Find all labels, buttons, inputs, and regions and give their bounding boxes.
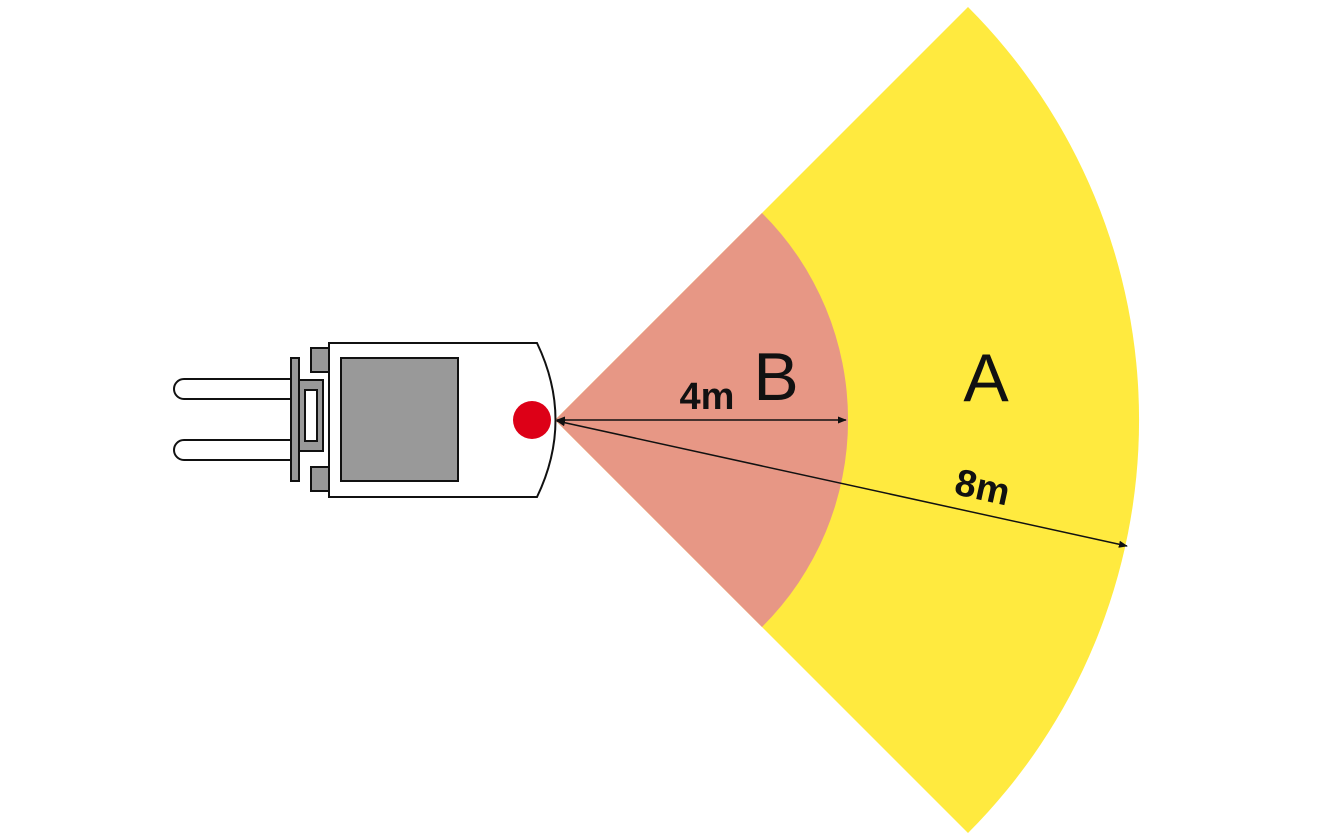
zone-a-label: A <box>963 340 1009 416</box>
dimension-label-4m: 4m <box>680 376 735 418</box>
cabin-block <box>340 357 459 482</box>
wheel-lower <box>310 466 331 492</box>
forklift-top-view-icon <box>173 342 557 498</box>
wheel-upper <box>310 347 331 373</box>
dimension-line-8m <box>556 419 1128 548</box>
fork-upper <box>173 378 298 400</box>
fork-lower <box>173 439 298 461</box>
sensor-dot-icon <box>513 401 551 439</box>
zone-b-label: B <box>753 339 798 415</box>
mast-bar-inner <box>304 389 318 442</box>
mast-plate <box>290 357 300 482</box>
